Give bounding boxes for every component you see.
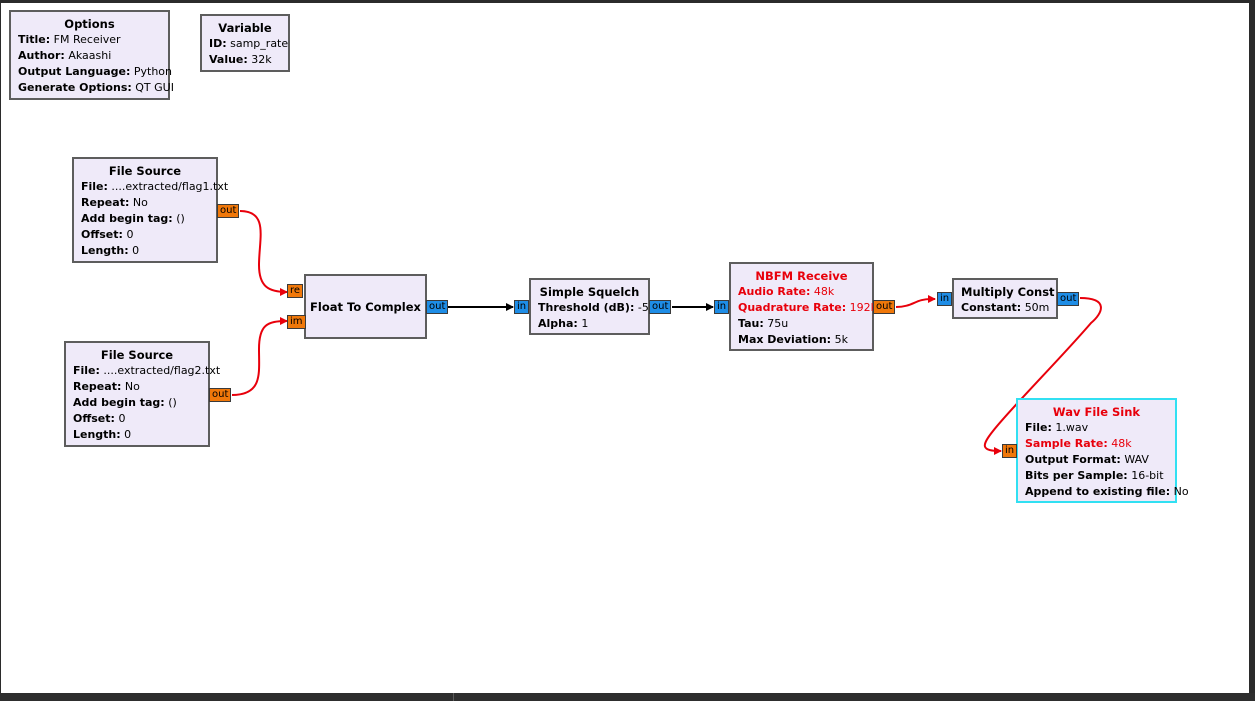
param-value: Value: 32k bbox=[209, 53, 272, 66]
param-offset: Offset: 0 bbox=[73, 412, 126, 425]
wire-file-source-2-to-im[interactable] bbox=[231, 317, 288, 396]
param-max-deviation: Max Deviation: 5k bbox=[738, 333, 848, 346]
multiply-const-in-port[interactable]: in bbox=[937, 292, 953, 306]
options-block[interactable]: Options Title: FM Receiver Author: Akaas… bbox=[9, 10, 174, 100]
nbfm-receive-in-port[interactable]: in bbox=[714, 300, 730, 314]
block-title: Variable bbox=[218, 21, 272, 35]
flowgraph-canvas[interactable]: Options Title: FM Receiver Author: Akaas… bbox=[1, 3, 1249, 693]
param-tau: Tau: 75u bbox=[738, 317, 789, 330]
param-repeat: Repeat: No bbox=[81, 196, 148, 209]
param-author: Author: Akaashi bbox=[18, 49, 112, 62]
block-title: Multiply Const bbox=[961, 285, 1055, 299]
nbfm-receive-out-port[interactable]: out bbox=[873, 300, 896, 314]
file-source-block-2[interactable]: File Source File: ....extracted/flag2.tx… bbox=[64, 341, 221, 447]
block-title: File Source bbox=[100, 348, 174, 362]
param-title: Title: FM Receiver bbox=[18, 33, 121, 46]
param-offset: Offset: 0 bbox=[81, 228, 134, 241]
param-alpha: Alpha: 1 bbox=[538, 317, 589, 330]
file-source-block-1[interactable]: File Source File: ....extracted/flag1.tx… bbox=[72, 157, 229, 263]
simple-squelch-block[interactable]: Simple Squelch Threshold (dB): -50 Alpha… bbox=[529, 278, 656, 335]
bottom-panel-strip bbox=[0, 693, 1255, 701]
block-title: File Source bbox=[108, 164, 182, 178]
nbfm-receive-block[interactable]: NBFM Receive Audio Rate: 48k Quadrature … bbox=[729, 262, 878, 351]
panel-divider bbox=[453, 693, 454, 701]
param-id: ID: samp_rate bbox=[209, 37, 289, 50]
float-to-complex-out-port[interactable]: out bbox=[426, 300, 449, 314]
param-threshold: Threshold (dB): -50 bbox=[538, 301, 656, 314]
param-file: File: ....extracted/flag2.txt bbox=[73, 364, 221, 377]
param-output-language: Output Language: Python bbox=[18, 65, 172, 78]
param-file: File: 1.wav bbox=[1025, 421, 1089, 434]
wav-file-sink-in-port[interactable]: in bbox=[1002, 444, 1018, 458]
param-bits-per-sample: Bits per Sample: 16-bit bbox=[1025, 469, 1164, 482]
param-add-begin-tag: Add begin tag: () bbox=[73, 396, 177, 409]
float-to-complex-im-port[interactable]: im bbox=[287, 315, 306, 329]
param-quadrature-rate: Quadrature Rate: 192k bbox=[738, 301, 878, 314]
wire-multiply-to-wav-sink[interactable] bbox=[983, 297, 1102, 455]
param-add-begin-tag: Add begin tag: () bbox=[81, 212, 185, 225]
simple-squelch-out-port[interactable]: out bbox=[649, 300, 672, 314]
param-output-format: Output Format: WAV bbox=[1025, 453, 1149, 466]
window-edge bbox=[1249, 3, 1255, 693]
wav-file-sink-block[interactable]: Wav File Sink File: 1.wav Sample Rate: 4… bbox=[1016, 398, 1189, 503]
param-generate-options: Generate Options: QT GUI bbox=[18, 81, 174, 94]
block-title: Float To Complex bbox=[310, 299, 421, 314]
param-length: Length: 0 bbox=[81, 244, 140, 257]
param-length: Length: 0 bbox=[73, 428, 132, 441]
wire-file-source-1-to-re[interactable] bbox=[239, 210, 288, 296]
block-title: NBFM Receive bbox=[755, 269, 848, 283]
param-constant: Constant: 50m bbox=[961, 301, 1050, 314]
block-title: Options bbox=[64, 17, 115, 31]
simple-squelch-in-port[interactable]: in bbox=[514, 300, 530, 314]
param-audio-rate: Audio Rate: 48k bbox=[738, 285, 835, 298]
multiply-const-out-port[interactable]: out bbox=[1057, 292, 1080, 306]
param-repeat: Repeat: No bbox=[73, 380, 140, 393]
file-source-1-out-port[interactable]: out bbox=[217, 204, 240, 218]
param-file: File: ....extracted/flag1.txt bbox=[81, 180, 229, 193]
param-append-to-existing-file: Append to existing file: No bbox=[1025, 485, 1189, 498]
variable-block[interactable]: Variable ID: samp_rate Value: 32k bbox=[200, 14, 290, 72]
float-to-complex-block[interactable]: Float To Complex bbox=[304, 274, 427, 339]
block-title: Simple Squelch bbox=[539, 285, 640, 299]
block-title: Wav File Sink bbox=[1052, 405, 1141, 419]
multiply-const-block[interactable]: Multiply Const Constant: 50m bbox=[952, 278, 1058, 319]
wire-nbfm-to-multiply[interactable] bbox=[895, 295, 936, 308]
param-sample-rate: Sample Rate: 48k bbox=[1025, 437, 1132, 450]
connection-layer bbox=[231, 210, 1102, 455]
file-source-2-out-port[interactable]: out bbox=[209, 388, 232, 402]
float-to-complex-re-port[interactable]: re bbox=[287, 284, 304, 298]
